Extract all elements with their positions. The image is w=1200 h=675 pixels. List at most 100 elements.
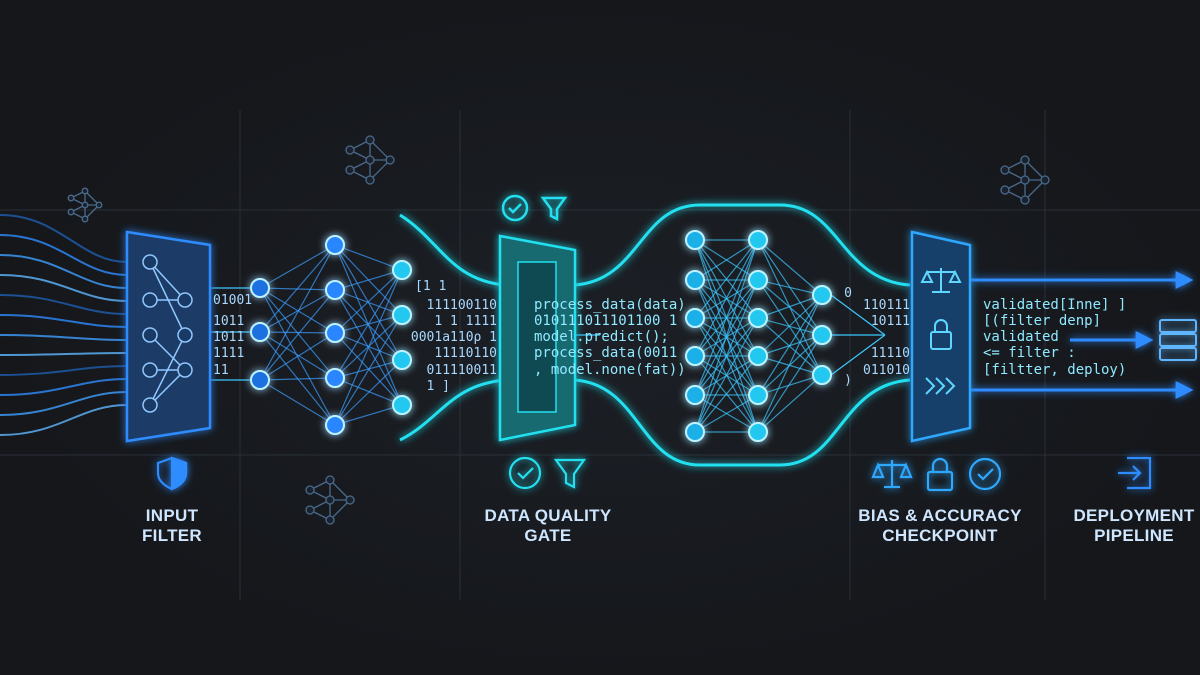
code-line: [filtter, deploy): [983, 362, 1126, 378]
bias-checkpoint-label: BIAS & ACCURACY: [858, 506, 1022, 525]
network-node: [325, 415, 345, 435]
network-edge: [757, 334, 823, 396]
network-node: [392, 350, 412, 370]
scales-icon: [871, 460, 913, 489]
data-quality-gate-block[interactable]: [498, 234, 577, 442]
code-line: 10111: [871, 314, 910, 329]
network-node: [325, 235, 345, 255]
data-stream-line: [0, 334, 128, 341]
network-node: [392, 305, 412, 325]
network-edge: [259, 331, 336, 334]
code-line: 110111: [863, 298, 910, 313]
network-edge: [830, 334, 886, 376]
data-stream-line: [0, 378, 128, 396]
output-arrows: [970, 271, 1194, 399]
network-node: [67, 194, 75, 202]
network-edge: [259, 244, 336, 381]
data-stream-line: [0, 314, 128, 328]
bias-checkpoint-label: CHECKPOINT: [882, 526, 998, 545]
network-node: [685, 385, 705, 405]
network-edge: [757, 334, 823, 433]
network-node: [325, 495, 335, 505]
network-node: [748, 230, 768, 250]
network-node: [1000, 185, 1010, 195]
network-node: [81, 187, 89, 195]
network-node: [392, 395, 412, 415]
network-edge: [694, 394, 759, 433]
network-edge: [259, 377, 336, 381]
network-node: [392, 260, 412, 280]
network-node: [812, 365, 832, 385]
code-line: [(filter denp]: [983, 313, 1101, 329]
network-node: [748, 346, 768, 366]
network-node: [345, 165, 355, 175]
code-line: process_data(data): [534, 297, 686, 313]
network-edge: [334, 269, 403, 426]
network-node: [67, 208, 75, 216]
flow-tunnel: [399, 203, 911, 467]
network-edge: [757, 294, 823, 433]
code-line: 1011: [213, 314, 244, 329]
network-edge: [694, 239, 759, 319]
network-edge: [259, 289, 336, 333]
network-edge: [694, 239, 759, 357]
network-edge: [259, 332, 336, 381]
input-filter-block[interactable]: [125, 230, 212, 443]
network-edge: [334, 269, 403, 291]
code-line: , model.none(fat)): [534, 362, 686, 378]
network-node: [385, 155, 395, 165]
bias-checkpoint-block[interactable]: [910, 230, 972, 443]
network-connections: [210, 239, 886, 433]
code-line: 1111: [213, 346, 244, 361]
network-node: [365, 175, 375, 185]
binary-right: 0 110111 10111 11110 011010 ): [844, 286, 910, 388]
deployment-pipeline-label: PIPELINE: [1094, 526, 1174, 545]
network-edge: [694, 239, 759, 281]
network-node: [685, 422, 705, 442]
network-edge: [259, 289, 336, 381]
network-node: [748, 270, 768, 290]
code-line: 11110: [871, 346, 910, 361]
network-edge: [757, 294, 823, 319]
network-edge: [830, 294, 886, 336]
data-stream-line: [0, 234, 128, 276]
data-stream-line: [0, 214, 128, 263]
network-node: [1040, 175, 1050, 185]
code-line: 1 1 1111: [434, 314, 497, 329]
code-line: 010111011101100 1: [534, 313, 677, 329]
data-stream-line: [0, 391, 128, 416]
check-circle-icon: [968, 457, 1002, 491]
network-edge: [757, 294, 823, 396]
data-quality-gate-label: GATE: [524, 526, 571, 545]
lock-icon: [926, 457, 954, 492]
network-node: [95, 201, 103, 209]
network-edge: [694, 355, 759, 433]
gate-code: process_data(data) 010111011101100 1 mod…: [534, 297, 686, 378]
network-node: [305, 485, 315, 495]
network-node: [365, 155, 375, 165]
network-edge: [334, 404, 403, 426]
network-edge: [334, 244, 403, 271]
network-edge: [694, 317, 759, 433]
data-stream-line: [0, 365, 128, 376]
input-data-streams: [0, 214, 128, 436]
code-line: <= filter :: [983, 345, 1076, 361]
data-stream-line: [0, 294, 128, 315]
network-edge: [757, 239, 823, 296]
network-node: [1020, 175, 1030, 185]
network-node: [250, 370, 270, 390]
data-stream-line: [0, 274, 128, 302]
shield-icon: [156, 456, 188, 491]
network-node: [748, 422, 768, 442]
network-node: [81, 201, 89, 209]
code-line: model.predict();: [534, 329, 669, 345]
code-line: 011110011: [427, 363, 497, 378]
input-filter-label: INPUT: [146, 506, 199, 525]
fast-forward-icon: [925, 377, 956, 395]
binary-middle: [1 1 111100110 1 1 1111 0001a110ρ 1 1111…: [411, 279, 497, 394]
network-edge: [259, 379, 336, 426]
network-edge: [329, 479, 351, 501]
network-edge: [334, 269, 403, 334]
data-stream-line: [0, 404, 128, 436]
